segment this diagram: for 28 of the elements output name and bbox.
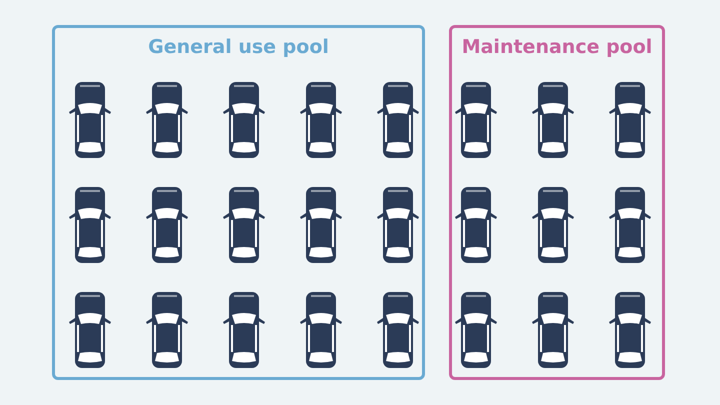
car-icon xyxy=(145,81,189,159)
car-icon xyxy=(531,81,575,159)
car-icon xyxy=(222,81,266,159)
car-icon xyxy=(299,186,343,264)
car-icon xyxy=(531,186,575,264)
car-icon xyxy=(376,81,420,159)
car-icon xyxy=(145,186,189,264)
car-icon xyxy=(299,81,343,159)
car-icon xyxy=(608,81,652,159)
car-icon xyxy=(376,186,420,264)
car-icon xyxy=(222,186,266,264)
car-icon xyxy=(454,81,498,159)
car-icon xyxy=(608,291,652,369)
pool-frame xyxy=(52,25,425,380)
car-icon xyxy=(68,186,112,264)
car-icon xyxy=(222,291,266,369)
car-icon xyxy=(299,291,343,369)
pool-frame xyxy=(449,25,665,380)
car-icon xyxy=(531,291,575,369)
car-icon xyxy=(376,291,420,369)
pool-title: Maintenance pool xyxy=(460,36,654,58)
pool-title: General use pool xyxy=(147,36,330,58)
car-icon xyxy=(68,291,112,369)
car-icon xyxy=(454,291,498,369)
car-icon xyxy=(454,186,498,264)
car-icon xyxy=(608,186,652,264)
car-icon xyxy=(145,291,189,369)
car-icon xyxy=(68,81,112,159)
